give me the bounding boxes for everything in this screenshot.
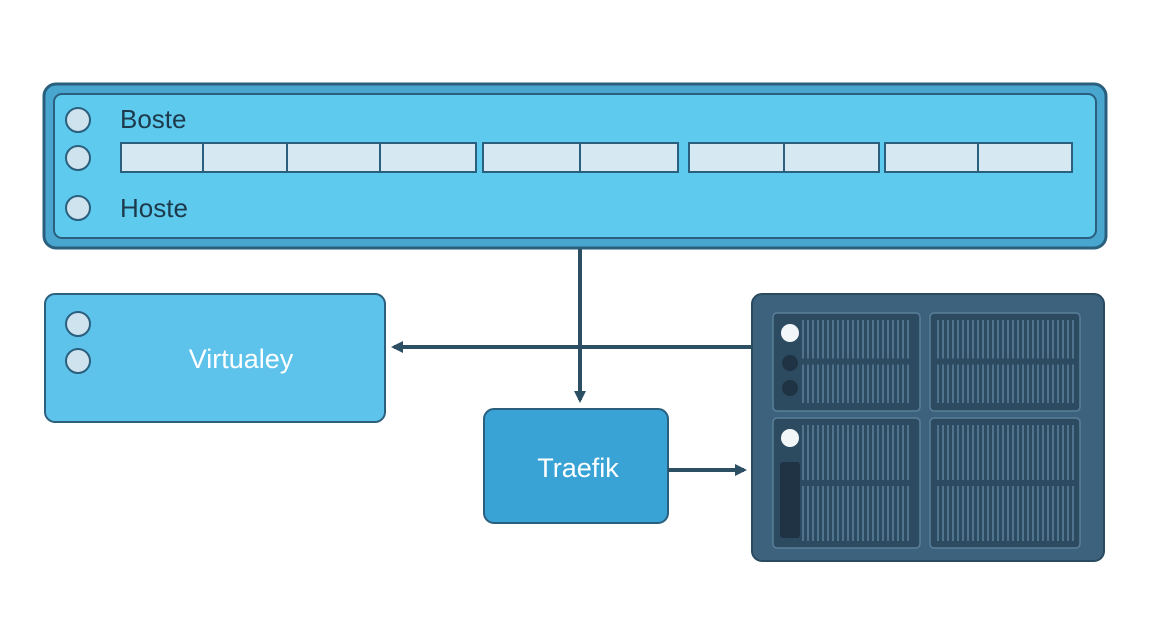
slot-group <box>120 142 477 173</box>
rack-vents <box>802 320 1074 541</box>
host-port-icon <box>65 107 91 133</box>
status-light-icon <box>782 380 798 396</box>
proxy-box-label: Traefik <box>537 453 619 483</box>
virtual-box-label: Virtualey <box>189 344 294 374</box>
proxy-box-body <box>483 408 669 524</box>
host-port-icon <box>65 195 91 221</box>
virtual-box-body <box>44 293 386 423</box>
proxy-box: Traefik <box>483 408 669 524</box>
server-rack-icon <box>751 293 1105 562</box>
virtual-box: Virtualey <box>44 293 386 423</box>
host-label-bottom: Hoste <box>120 193 188 223</box>
drive-slot <box>780 462 800 538</box>
status-light-icon <box>781 429 799 447</box>
host-bar: Boste Hoste <box>42 82 1108 250</box>
virtual-port-icon <box>65 348 91 374</box>
connectors <box>391 249 752 476</box>
status-light-icon <box>781 324 799 342</box>
virtual-port-icon <box>65 311 91 337</box>
host-label-top: Boste <box>120 104 187 134</box>
host-port-icon <box>65 145 91 171</box>
host-slot-strip <box>120 142 1073 173</box>
status-light-icon <box>782 355 798 371</box>
